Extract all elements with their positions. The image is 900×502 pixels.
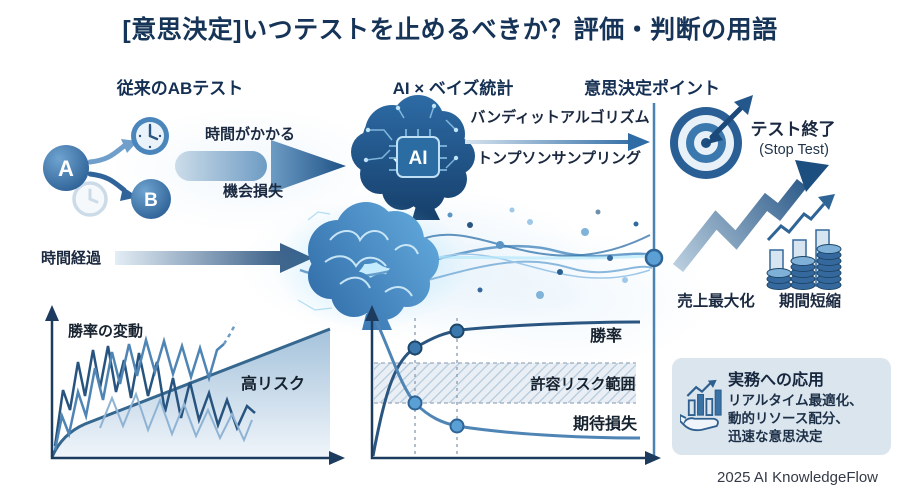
bandit-arrow [465, 133, 650, 151]
growth-arrow [672, 160, 829, 273]
takes-time-label: 時間がかかる [204, 126, 295, 143]
fluctuation-chart [45, 305, 345, 465]
stop-test-jp-label: テスト終了 [750, 120, 836, 139]
high-risk-label: 高リスク [240, 376, 305, 393]
ab-branch-icon: A B [43, 117, 171, 219]
period-short-label: 期間短縮 [778, 293, 841, 310]
expected-loss-label: 期待損失 [572, 416, 637, 433]
opportunity-loss-label: 機会損失 [222, 183, 283, 200]
win-fluctuation-label: 勝率の変動 [68, 323, 144, 340]
column-header-traditional-ab: 従来のABテスト [116, 79, 244, 98]
variant-a-label: A [58, 156, 74, 181]
hand-chart-icon [680, 379, 722, 432]
page-title: [意思決定]いつテストを止めるべきか？評価・判断の用語 [122, 16, 778, 44]
thompson-sampling-label: トンプソンサンプリング [476, 150, 642, 167]
coins-bars-icon [766, 194, 842, 290]
practice-line-1: リアルタイム最適化、 [728, 393, 863, 408]
sales-max-label: 売上最大化 [677, 293, 755, 310]
practice-line-3: 迅速な意思決定 [728, 429, 823, 444]
risk-band-label: 許容リスク範囲 [530, 376, 636, 393]
stopping-rule-chart [365, 305, 661, 465]
column-header-ai-bayes: AI × ベイズ統計 [392, 79, 514, 98]
bandit-algorithm-label: バンディットアルゴリズム [470, 109, 650, 126]
target-dart-icon [670, 95, 753, 179]
practice-title: 実務への応用 [728, 372, 825, 389]
ai-chip-label: AI [409, 148, 428, 169]
variant-b-label: B [144, 190, 158, 211]
time-elapsed-label: 時間経過 [41, 250, 102, 267]
column-header-decision-point: 意思決定ポイント [584, 79, 720, 98]
stop-test-en-label: (Stop Test) [759, 142, 829, 158]
clock-icon [131, 117, 169, 155]
footer-credit: 2025 AI KnowledgeFlow [717, 469, 878, 486]
takes-time-arrow [175, 140, 346, 193]
decision-divider [644, 103, 664, 456]
win-rate-label: 勝率 [589, 328, 622, 345]
neural-brain-waves-art [274, 201, 653, 330]
decision-node [644, 248, 664, 268]
ai-brain-chip-icon: AI [351, 95, 475, 220]
practice-line-2: 動的リソース配分、 [728, 411, 849, 426]
practice-application-box: 実務への応用 リアルタイム最適化、 動的リソース配分、 迅速な意思決定 [672, 358, 891, 455]
faded-clock-icon [72, 181, 108, 217]
time-elapsed-arrow [115, 243, 313, 273]
